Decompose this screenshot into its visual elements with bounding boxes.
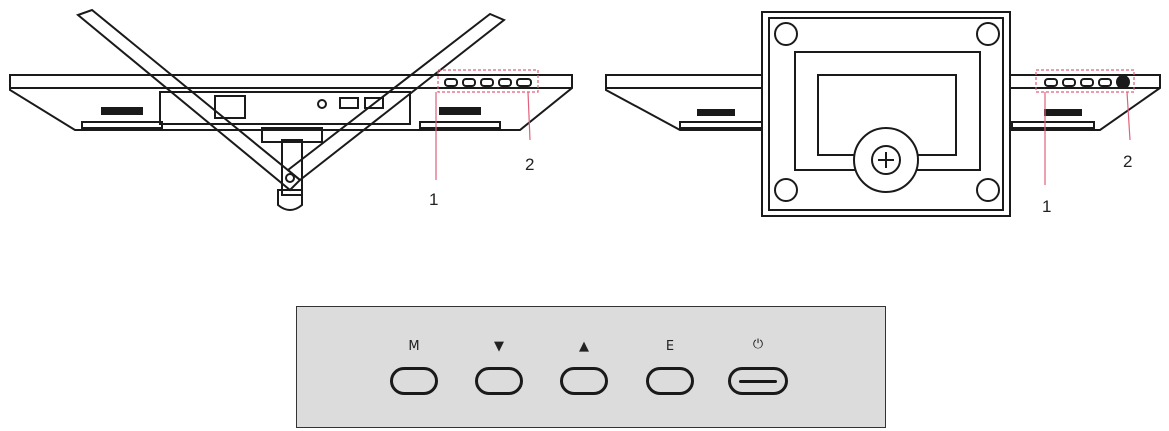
left-slot-a <box>101 107 143 115</box>
stand-arm-left <box>76 8 302 192</box>
left-vent-b <box>419 121 501 129</box>
label-exit: E <box>665 339 675 354</box>
callout-left-1: 1 <box>429 190 439 209</box>
left-key-4 <box>498 78 512 87</box>
left-key-2 <box>462 78 476 87</box>
corner-boss-tl <box>774 22 798 46</box>
button-panel: M ▼ ▲ E ⏻ <box>296 306 886 428</box>
right-key-2 <box>1062 78 1076 87</box>
stand-neck <box>261 127 323 143</box>
stand-arm-right <box>286 12 506 182</box>
power-icon: ⏻ <box>752 337 764 352</box>
label-menu: M <box>408 339 420 354</box>
label-up-arrow-icon: ▲ <box>579 339 589 354</box>
callout-left-2: 2 <box>525 155 535 174</box>
corner-boss-bl <box>774 178 798 202</box>
menu-button[interactable] <box>390 367 438 395</box>
dp-port <box>364 97 384 109</box>
stand-foot <box>277 189 303 211</box>
left-key-1 <box>444 78 458 87</box>
down-button[interactable] <box>475 367 523 395</box>
left-highlight-box <box>437 69 539 93</box>
mount-center <box>871 145 901 175</box>
left-key-power <box>516 78 532 87</box>
back-plate-inner <box>768 17 1004 211</box>
corner-boss-br <box>976 178 1000 202</box>
up-button[interactable] <box>560 367 608 395</box>
callout-right-1: 1 <box>1042 197 1052 216</box>
left-vent-a <box>81 121 163 129</box>
callout-right-2: 2 <box>1123 152 1133 171</box>
right-vent-b <box>1011 121 1095 129</box>
corner-boss-tr <box>976 22 1000 46</box>
right-key-3 <box>1080 78 1094 87</box>
vesa-recess <box>794 51 981 171</box>
right-key-4 <box>1098 78 1112 87</box>
port-bay <box>159 91 411 125</box>
left-key-3 <box>480 78 494 87</box>
right-key-power <box>1116 75 1130 89</box>
right-leader-2 <box>1126 91 1131 141</box>
stand-column <box>281 139 303 196</box>
left-slot-b <box>439 107 481 115</box>
label-down-arrow-icon: ▼ <box>494 339 504 354</box>
left-leader-2 <box>527 91 531 141</box>
stand-screw <box>285 173 295 183</box>
right-slot-b <box>1044 109 1082 116</box>
right-slot-a <box>697 109 735 116</box>
monitor-views <box>9 8 1161 217</box>
right-vent-a <box>679 121 763 129</box>
power-button-slot <box>739 380 777 383</box>
right-monitor-view <box>605 11 1161 217</box>
right-key-1 <box>1044 78 1058 87</box>
left-monitor-view <box>9 8 573 211</box>
power-button[interactable] <box>728 367 788 395</box>
hdmi-port <box>339 97 359 109</box>
audio-port <box>317 99 327 109</box>
left-monitor-body <box>9 74 573 131</box>
power-socket <box>214 95 246 119</box>
exit-button[interactable] <box>646 367 694 395</box>
right-monitor-body <box>605 74 1161 131</box>
